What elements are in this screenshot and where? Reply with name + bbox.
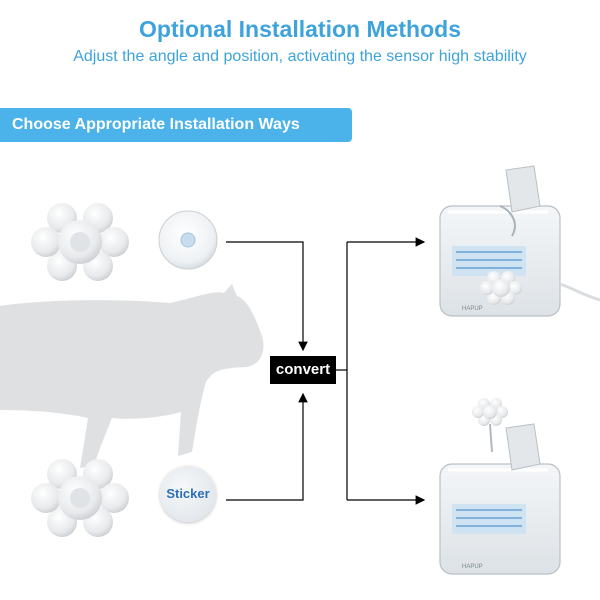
convert-label: convert <box>270 356 336 384</box>
fountain-top-image: HAPUP <box>439 165 600 317</box>
connector-lines <box>226 237 426 505</box>
installation-ways-banner: Choose Appropriate Installation Ways <box>0 108 352 142</box>
brand-label-top: HAPUP <box>462 306 483 312</box>
suction-cup-icon <box>158 210 218 270</box>
sticker-label: Sticker <box>166 486 210 501</box>
banner-label: Choose Appropriate Installation Ways <box>12 116 300 133</box>
sticker-disc: Sticker <box>160 466 216 522</box>
brand-label-bottom: HAPUP <box>462 564 483 570</box>
flower-mount-bottom-icon <box>31 459 129 537</box>
flower-mount-top-icon <box>31 203 129 281</box>
page-subtitle: Adjust the angle and position, activatin… <box>73 48 527 65</box>
fountain-bottom-image: HAPUP <box>439 398 561 575</box>
page-title: Optional Installation Methods <box>139 16 461 42</box>
cat-silhouette <box>0 284 264 468</box>
